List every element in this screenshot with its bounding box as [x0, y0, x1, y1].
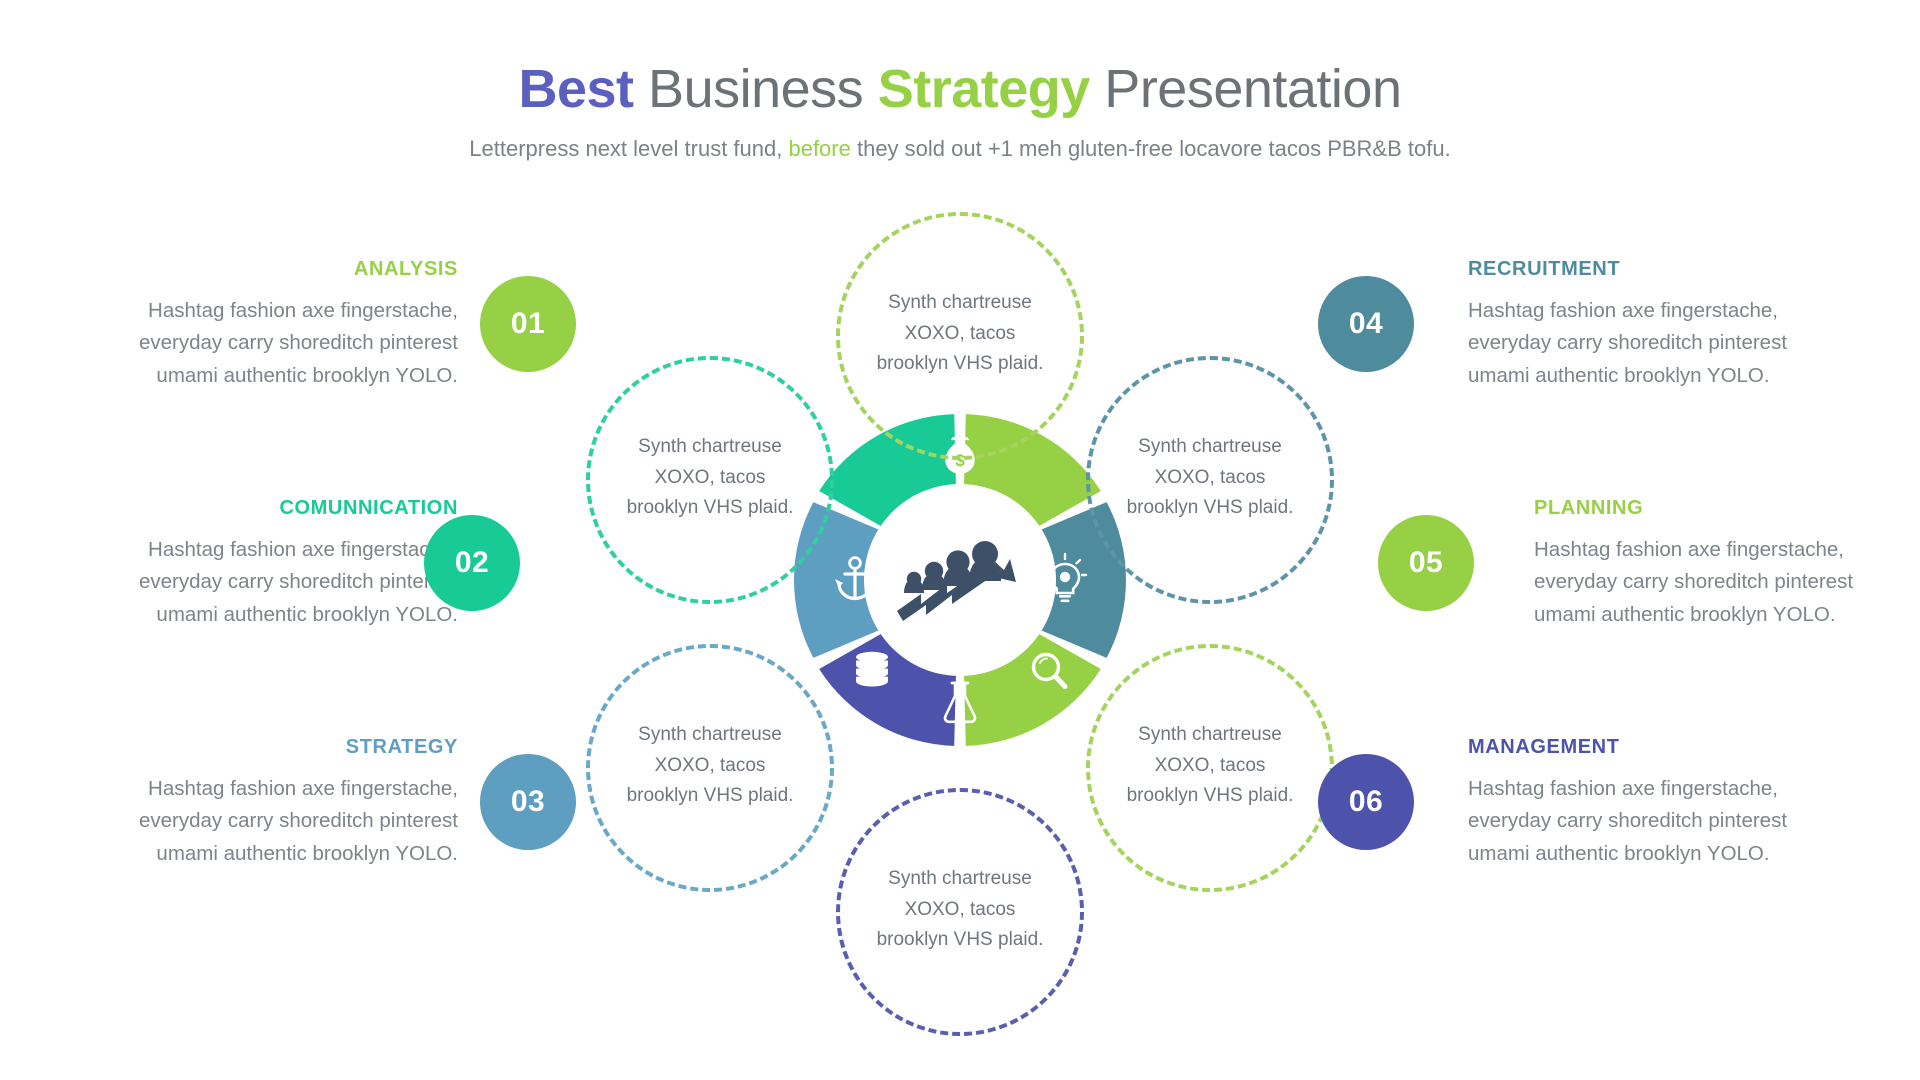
- step-body: Hashtag fashion axe fingerstache, everyd…: [1468, 777, 1788, 865]
- bubble-text: Synth chartreuse XOXO, tacos brooklyn VH…: [626, 435, 794, 519]
- database-icon: [856, 651, 888, 687]
- bubble-text: Synth chartreuse XOXO, tacos brooklyn VH…: [876, 291, 1044, 375]
- bubble-management: Synth chartreuse XOXO, tacos brooklyn VH…: [836, 788, 1084, 1036]
- step-block-analysis: ANALYSIS Hashtag fashion axe fingerstach…: [98, 258, 458, 392]
- badge-number: 02: [454, 546, 490, 579]
- step-heading: PLANNING: [1534, 497, 1644, 519]
- bubble-text: Synth chartreuse XOXO, tacos brooklyn VH…: [626, 723, 794, 807]
- subtitle-after: they sold out +1 meh gluten-free locavor…: [850, 136, 1451, 162]
- bubble-recruitment: Synth chartreuse XOXO, tacos brooklyn VH…: [1086, 356, 1334, 604]
- title-part-6: Presentation: [1104, 59, 1402, 119]
- step-body: Hashtag fashion axe fingerstache, everyd…: [138, 299, 458, 387]
- bubble-text: Synth chartreuse XOXO, tacos brooklyn VH…: [876, 867, 1044, 951]
- segment-strategy[interactable]: [793, 502, 892, 658]
- team-growth-arrow-icon: [897, 541, 1016, 621]
- step-block-recruitment: RECRUITMENT Hashtag fashion axe fingerst…: [1468, 258, 1828, 392]
- subtitle-highlight: before: [788, 136, 851, 162]
- badge-number: 05: [1408, 546, 1444, 579]
- bubble-planning: Synth chartreuse XOXO, tacos brooklyn VH…: [1086, 644, 1334, 892]
- badge-number: 04: [1348, 307, 1384, 340]
- step-heading: RECRUITMENT: [1468, 258, 1621, 280]
- title-part-3: [863, 59, 878, 119]
- badge-06[interactable]: 06: [1318, 754, 1414, 850]
- step-heading: COMUNNICATION: [279, 497, 458, 519]
- badge-02[interactable]: 02: [424, 515, 520, 611]
- badge-05[interactable]: 05: [1378, 515, 1474, 611]
- badge-01[interactable]: 01: [480, 276, 576, 372]
- step-block-strategy: STRATEGY Hashtag fashion axe fingerstach…: [98, 736, 458, 870]
- flask-icon: [943, 681, 977, 724]
- magnifier-icon: [1031, 652, 1068, 689]
- badge-number: 03: [510, 785, 546, 818]
- svg-text:$: $: [955, 451, 965, 470]
- title-part-4: Strategy: [877, 59, 1091, 119]
- badge-03[interactable]: 03: [480, 754, 576, 850]
- step-body: Hashtag fashion axe fingerstache, everyd…: [138, 538, 458, 626]
- step-block-management: MANAGEMENT Hashtag fashion axe fingersta…: [1468, 736, 1828, 870]
- badge-number: 01: [510, 307, 546, 340]
- title-part-1: [634, 59, 649, 119]
- page-subtitle: Letterpress next level trust fund, befor…: [0, 136, 1920, 162]
- title-part-2: Business: [648, 59, 864, 119]
- step-block-comunnication: COMUNNICATION Hashtag fashion axe finger…: [98, 497, 458, 631]
- bubble-text: Synth chartreuse XOXO, tacos brooklyn VH…: [1126, 723, 1294, 807]
- bubble-text: Synth chartreuse XOXO, tacos brooklyn VH…: [1126, 435, 1294, 519]
- bubble-comunnication: Synth chartreuse XOXO, tacos brooklyn VH…: [586, 356, 834, 604]
- subtitle-before: Letterpress next level trust fund,: [469, 136, 789, 162]
- step-heading: STRATEGY: [345, 736, 458, 758]
- badge-number: 06: [1348, 785, 1384, 818]
- step-heading: ANALYSIS: [353, 258, 458, 280]
- step-body: Hashtag fashion axe fingerstache, everyd…: [138, 777, 458, 865]
- badge-04[interactable]: 04: [1318, 276, 1414, 372]
- page-title: Best Business Strategy Presentation: [0, 60, 1920, 118]
- title-part-5: [1090, 59, 1105, 119]
- title-part-0: Best: [518, 59, 634, 119]
- header: Best Business Strategy Presentation Lett…: [0, 60, 1920, 162]
- bubble-strategy: Synth chartreuse XOXO, tacos brooklyn VH…: [586, 644, 834, 892]
- step-body: Hashtag fashion axe fingerstache, everyd…: [1534, 538, 1854, 626]
- step-heading: MANAGEMENT: [1468, 736, 1620, 758]
- step-body: Hashtag fashion axe fingerstache, everyd…: [1468, 299, 1788, 387]
- bubble-analysis: Synth chartreuse XOXO, tacos brooklyn VH…: [836, 212, 1084, 460]
- step-block-planning: PLANNING Hashtag fashion axe fingerstach…: [1534, 497, 1894, 631]
